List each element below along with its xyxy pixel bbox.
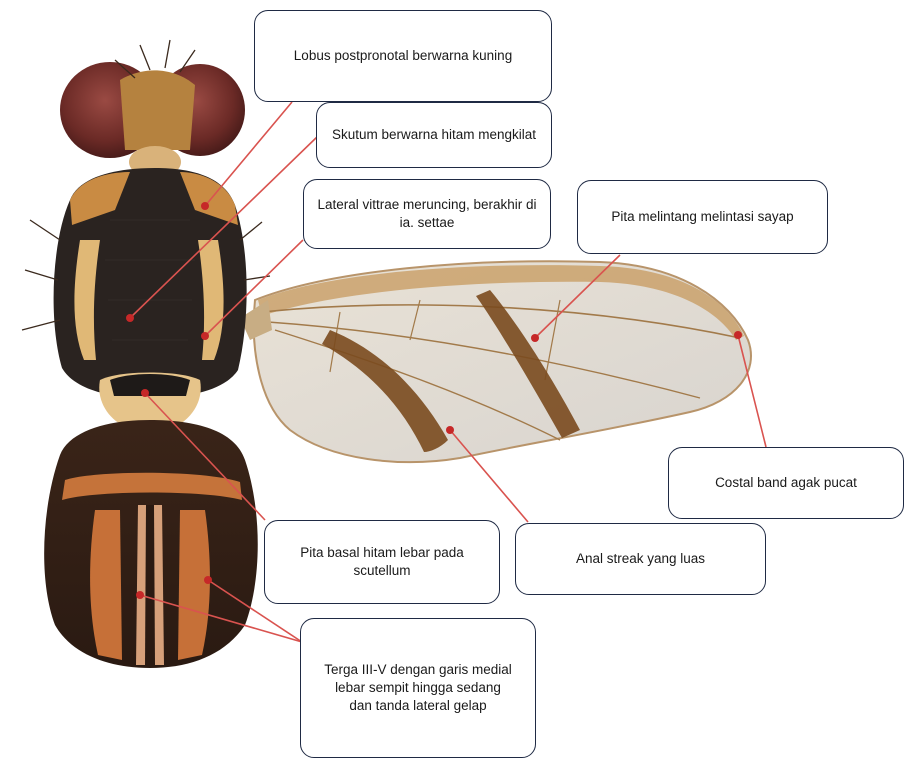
callout-basal-text: Pita basal hitam lebar pada scutellum bbox=[277, 544, 487, 580]
callout-costal-text: Costal band agak pucat bbox=[715, 474, 857, 492]
leader-dot-costal bbox=[734, 331, 742, 339]
leader-line-anal bbox=[450, 430, 528, 522]
leader-dot-crossband bbox=[531, 334, 539, 342]
callout-anal-text: Anal streak yang luas bbox=[576, 550, 705, 568]
callout-vittae: Lateral vittrae meruncing, berakhir di i… bbox=[303, 179, 551, 249]
callout-vittae-text: Lateral vittrae meruncing, berakhir di i… bbox=[316, 196, 538, 232]
callout-scutum-text: Skutum berwarna hitam mengkilat bbox=[332, 126, 536, 144]
callout-basal: Pita basal hitam lebar pada scutellum bbox=[264, 520, 500, 604]
leader-line-basal bbox=[145, 393, 265, 520]
leader-dot-anal bbox=[446, 426, 454, 434]
callout-postpronotal-text: Lobus postpronotal berwarna kuning bbox=[294, 47, 512, 65]
callout-postpronotal: Lobus postpronotal berwarna kuning bbox=[254, 10, 552, 102]
callout-terga-text: Terga III-V dengan garis medial lebar se… bbox=[323, 661, 513, 716]
leader-dot-basal bbox=[141, 389, 149, 397]
leader-dot-terga-b bbox=[136, 591, 144, 599]
callout-terga: Terga III-V dengan garis medial lebar se… bbox=[300, 618, 536, 758]
leader-dot-scutum bbox=[126, 314, 134, 322]
callout-crossband-text: Pita melintang melintasi sayap bbox=[611, 208, 793, 226]
leader-line-crossband bbox=[535, 255, 620, 338]
callout-scutum: Skutum berwarna hitam mengkilat bbox=[316, 102, 552, 168]
leader-dot-postpronotal bbox=[201, 202, 209, 210]
leader-dot-terga-a bbox=[204, 576, 212, 584]
leader-line-scutum bbox=[130, 136, 318, 318]
callout-anal: Anal streak yang luas bbox=[515, 523, 766, 595]
leader-line-costal bbox=[738, 335, 766, 447]
leader-dot-vittae bbox=[201, 332, 209, 340]
leader-line-vittae bbox=[205, 240, 303, 336]
callout-crossband: Pita melintang melintasi sayap bbox=[577, 180, 828, 254]
leader-line-postpronotal bbox=[205, 102, 292, 206]
callout-costal: Costal band agak pucat bbox=[668, 447, 904, 519]
